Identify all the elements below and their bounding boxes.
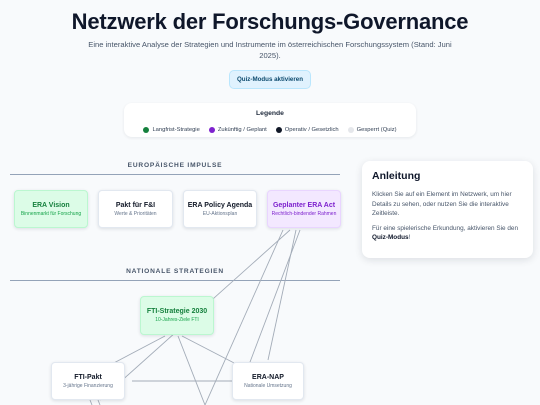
edge <box>181 335 239 366</box>
node-title: ERA Policy Agenda <box>187 201 253 209</box>
legend: Legende Langfrist-Strategie Zukünftig / … <box>124 103 416 137</box>
panel-quiz-mode-label: Quiz-Modus <box>372 234 409 241</box>
edge <box>267 229 297 361</box>
legend-title: Legende <box>256 110 284 117</box>
node-subtitle: 10-Jahres-Ziele FTI <box>155 317 199 324</box>
node-title: FTI-Pakt <box>74 373 102 381</box>
node-subtitle: 3-jährige Finanzierung <box>63 382 113 389</box>
page-title: Netzwerk der Forschungs-Governance <box>71 9 469 34</box>
edge <box>177 335 206 405</box>
section-divider <box>10 174 340 175</box>
node-title: FTI-Strategie 2030 <box>146 308 208 316</box>
node-title: Pakt für F&I <box>115 201 156 209</box>
node-era-policy-agenda[interactable]: ERA Policy Agenda EU-Aktionsplan <box>183 190 257 228</box>
node-title: Geplanter ERA Act <box>272 201 336 209</box>
page-subtitle: Eine interaktive Analyse der Strategien … <box>88 40 452 60</box>
edge <box>89 399 93 405</box>
node-subtitle: Werte & Prioritäten <box>114 210 157 217</box>
legend-item-geplant: Zukünftig / Geplant <box>208 125 267 134</box>
gray-dot-icon <box>347 126 354 133</box>
legend-label: Operativ / Gesetzlich <box>284 126 339 133</box>
legend-item-operativ: Operativ / Gesetzlich <box>275 125 339 134</box>
panel-text: Klicken Sie auf ein Element im Netzwerk,… <box>372 191 512 217</box>
node-fti-pakt[interactable]: FTI-Pakt 3-jährige Finanzierung <box>51 362 125 400</box>
node-subtitle: Nationale Umsetzung <box>244 382 292 389</box>
black-dot-icon <box>275 126 282 133</box>
instructions-panel: Anleitung Klicken Sie auf ein Element im… <box>362 161 533 258</box>
quiz-mode-button[interactable]: Quiz-Modus aktivieren <box>229 70 311 89</box>
legend-label: Langfrist-Strategie <box>152 126 200 133</box>
panel-text-quiz: Für eine spielerische Erkundung, aktivie… <box>372 224 523 243</box>
node-fti-strategie-2030[interactable]: FTI-Strategie 2030 10-Jahres-Ziele FTI <box>140 296 214 335</box>
section-title-national: NATIONALE STRATEGIEN <box>126 268 224 275</box>
legend-item-gesperrt: Gesperrt (Quiz) <box>347 125 397 134</box>
edge <box>109 335 166 366</box>
panel-title: Anleitung <box>372 170 421 182</box>
green-dot-icon <box>143 126 150 133</box>
node-pakt-fuer-fi[interactable]: Pakt für F&I Werte & Prioritäten <box>98 190 173 228</box>
node-subtitle: Binnenmarkt für Forschung <box>20 210 82 217</box>
edge <box>97 399 101 405</box>
panel-text-suffix: ! <box>408 234 411 241</box>
legend-items: Langfrist-Strategie Zukünftig / Geplant … <box>124 125 416 134</box>
legend-label: Gesperrt (Quiz) <box>356 126 397 133</box>
legend-item-langfrist: Langfrist-Strategie <box>143 125 200 134</box>
node-title: ERA-NAP <box>252 373 284 381</box>
node-subtitle: EU-Aktionsplan <box>202 210 238 217</box>
panel-text-prefix: Für eine spielerische Erkundung, aktivie… <box>372 224 519 232</box>
section-title-european: EUROPÄISCHE IMPULSE <box>127 162 223 169</box>
section-divider <box>10 280 340 281</box>
edge <box>204 229 284 405</box>
node-title: ERA Vision <box>32 201 70 209</box>
legend-label: Zukünftig / Geplant <box>217 126 267 133</box>
node-geplanter-era-act[interactable]: Geplanter ERA Act Rechtlich-bindender Ra… <box>267 190 341 228</box>
purple-dot-icon <box>208 126 215 133</box>
node-era-vision[interactable]: ERA Vision Binnenmarkt für Forschung <box>14 190 88 228</box>
node-era-nap[interactable]: ERA-NAP Nationale Umsetzung <box>232 362 304 400</box>
node-subtitle: Rechtlich-bindender Rahmen <box>271 210 337 217</box>
